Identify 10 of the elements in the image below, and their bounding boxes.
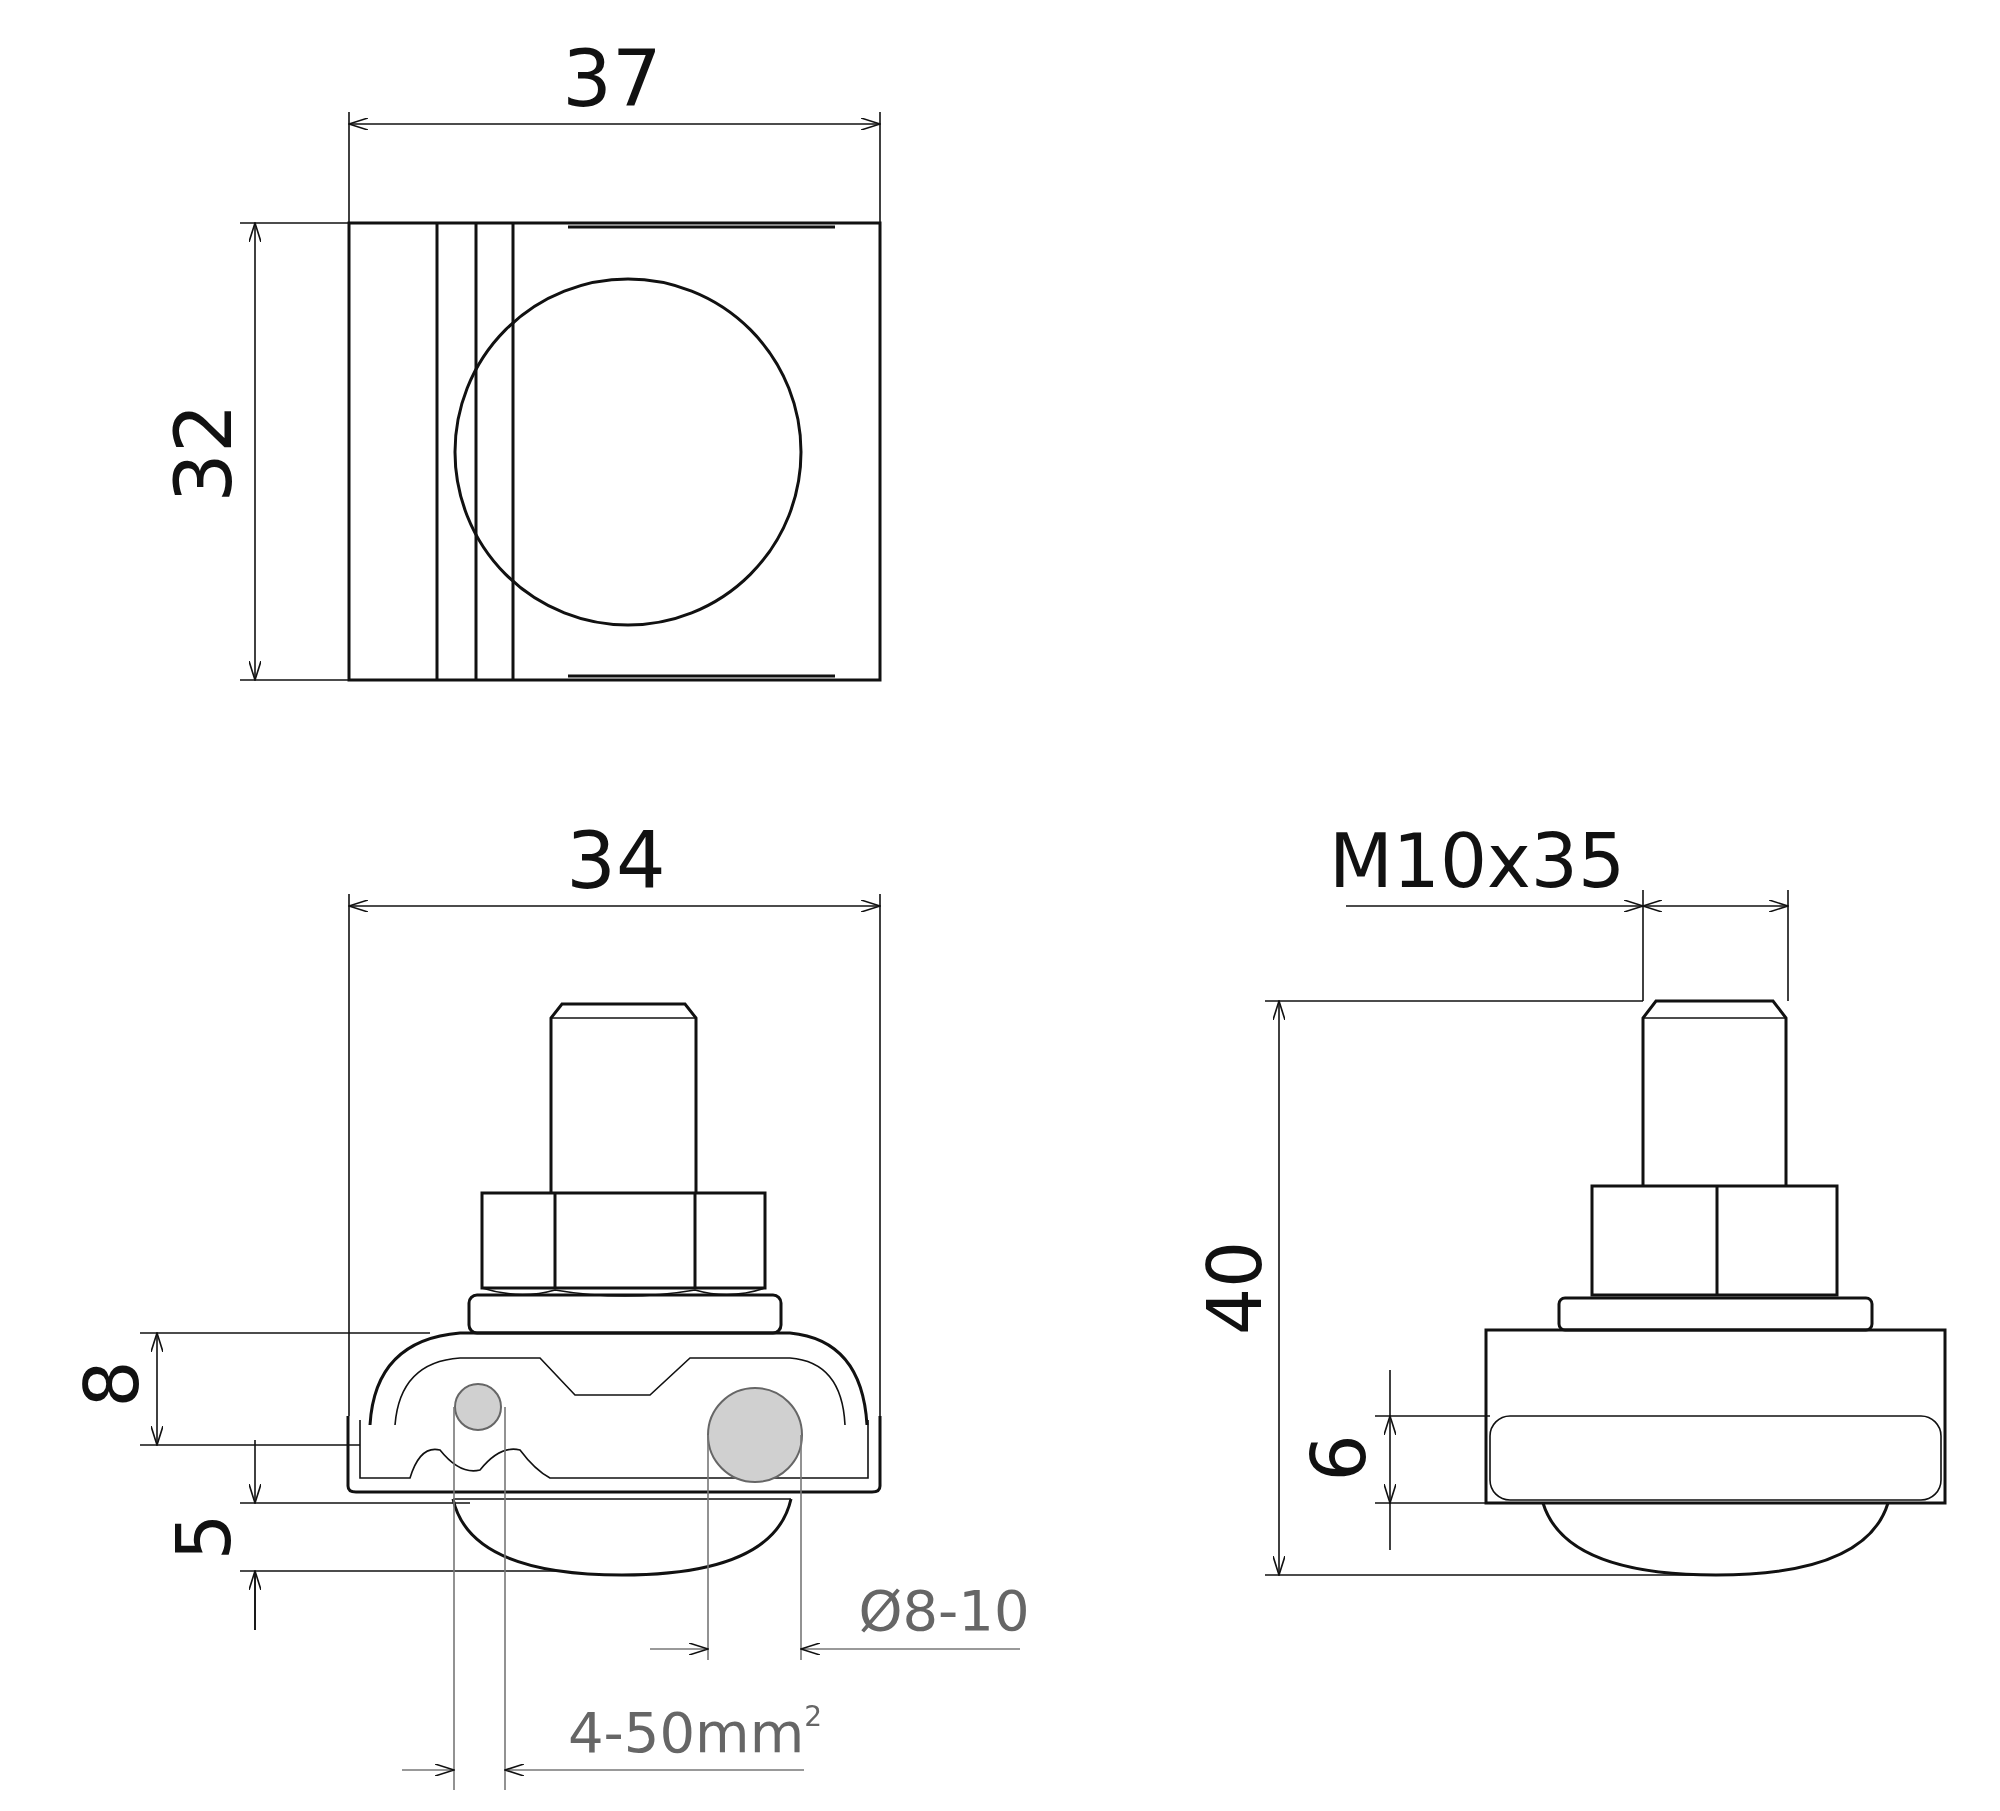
dimension-label: 34: [566, 822, 666, 900]
dimension-label: 32: [165, 403, 243, 503]
dimension-label: M10x35: [1329, 824, 1625, 898]
dimension-label: Ø8-10: [858, 1583, 1030, 1639]
dimension-label: 37: [562, 40, 662, 118]
dimension-label: 40: [1198, 1240, 1272, 1336]
dimension-label: 4-50mm$^{2}$: [568, 1703, 822, 1761]
dimension-label: 6: [1302, 1434, 1376, 1482]
dimension-label: 5: [167, 1513, 241, 1561]
dimension-label: 8: [75, 1360, 149, 1408]
